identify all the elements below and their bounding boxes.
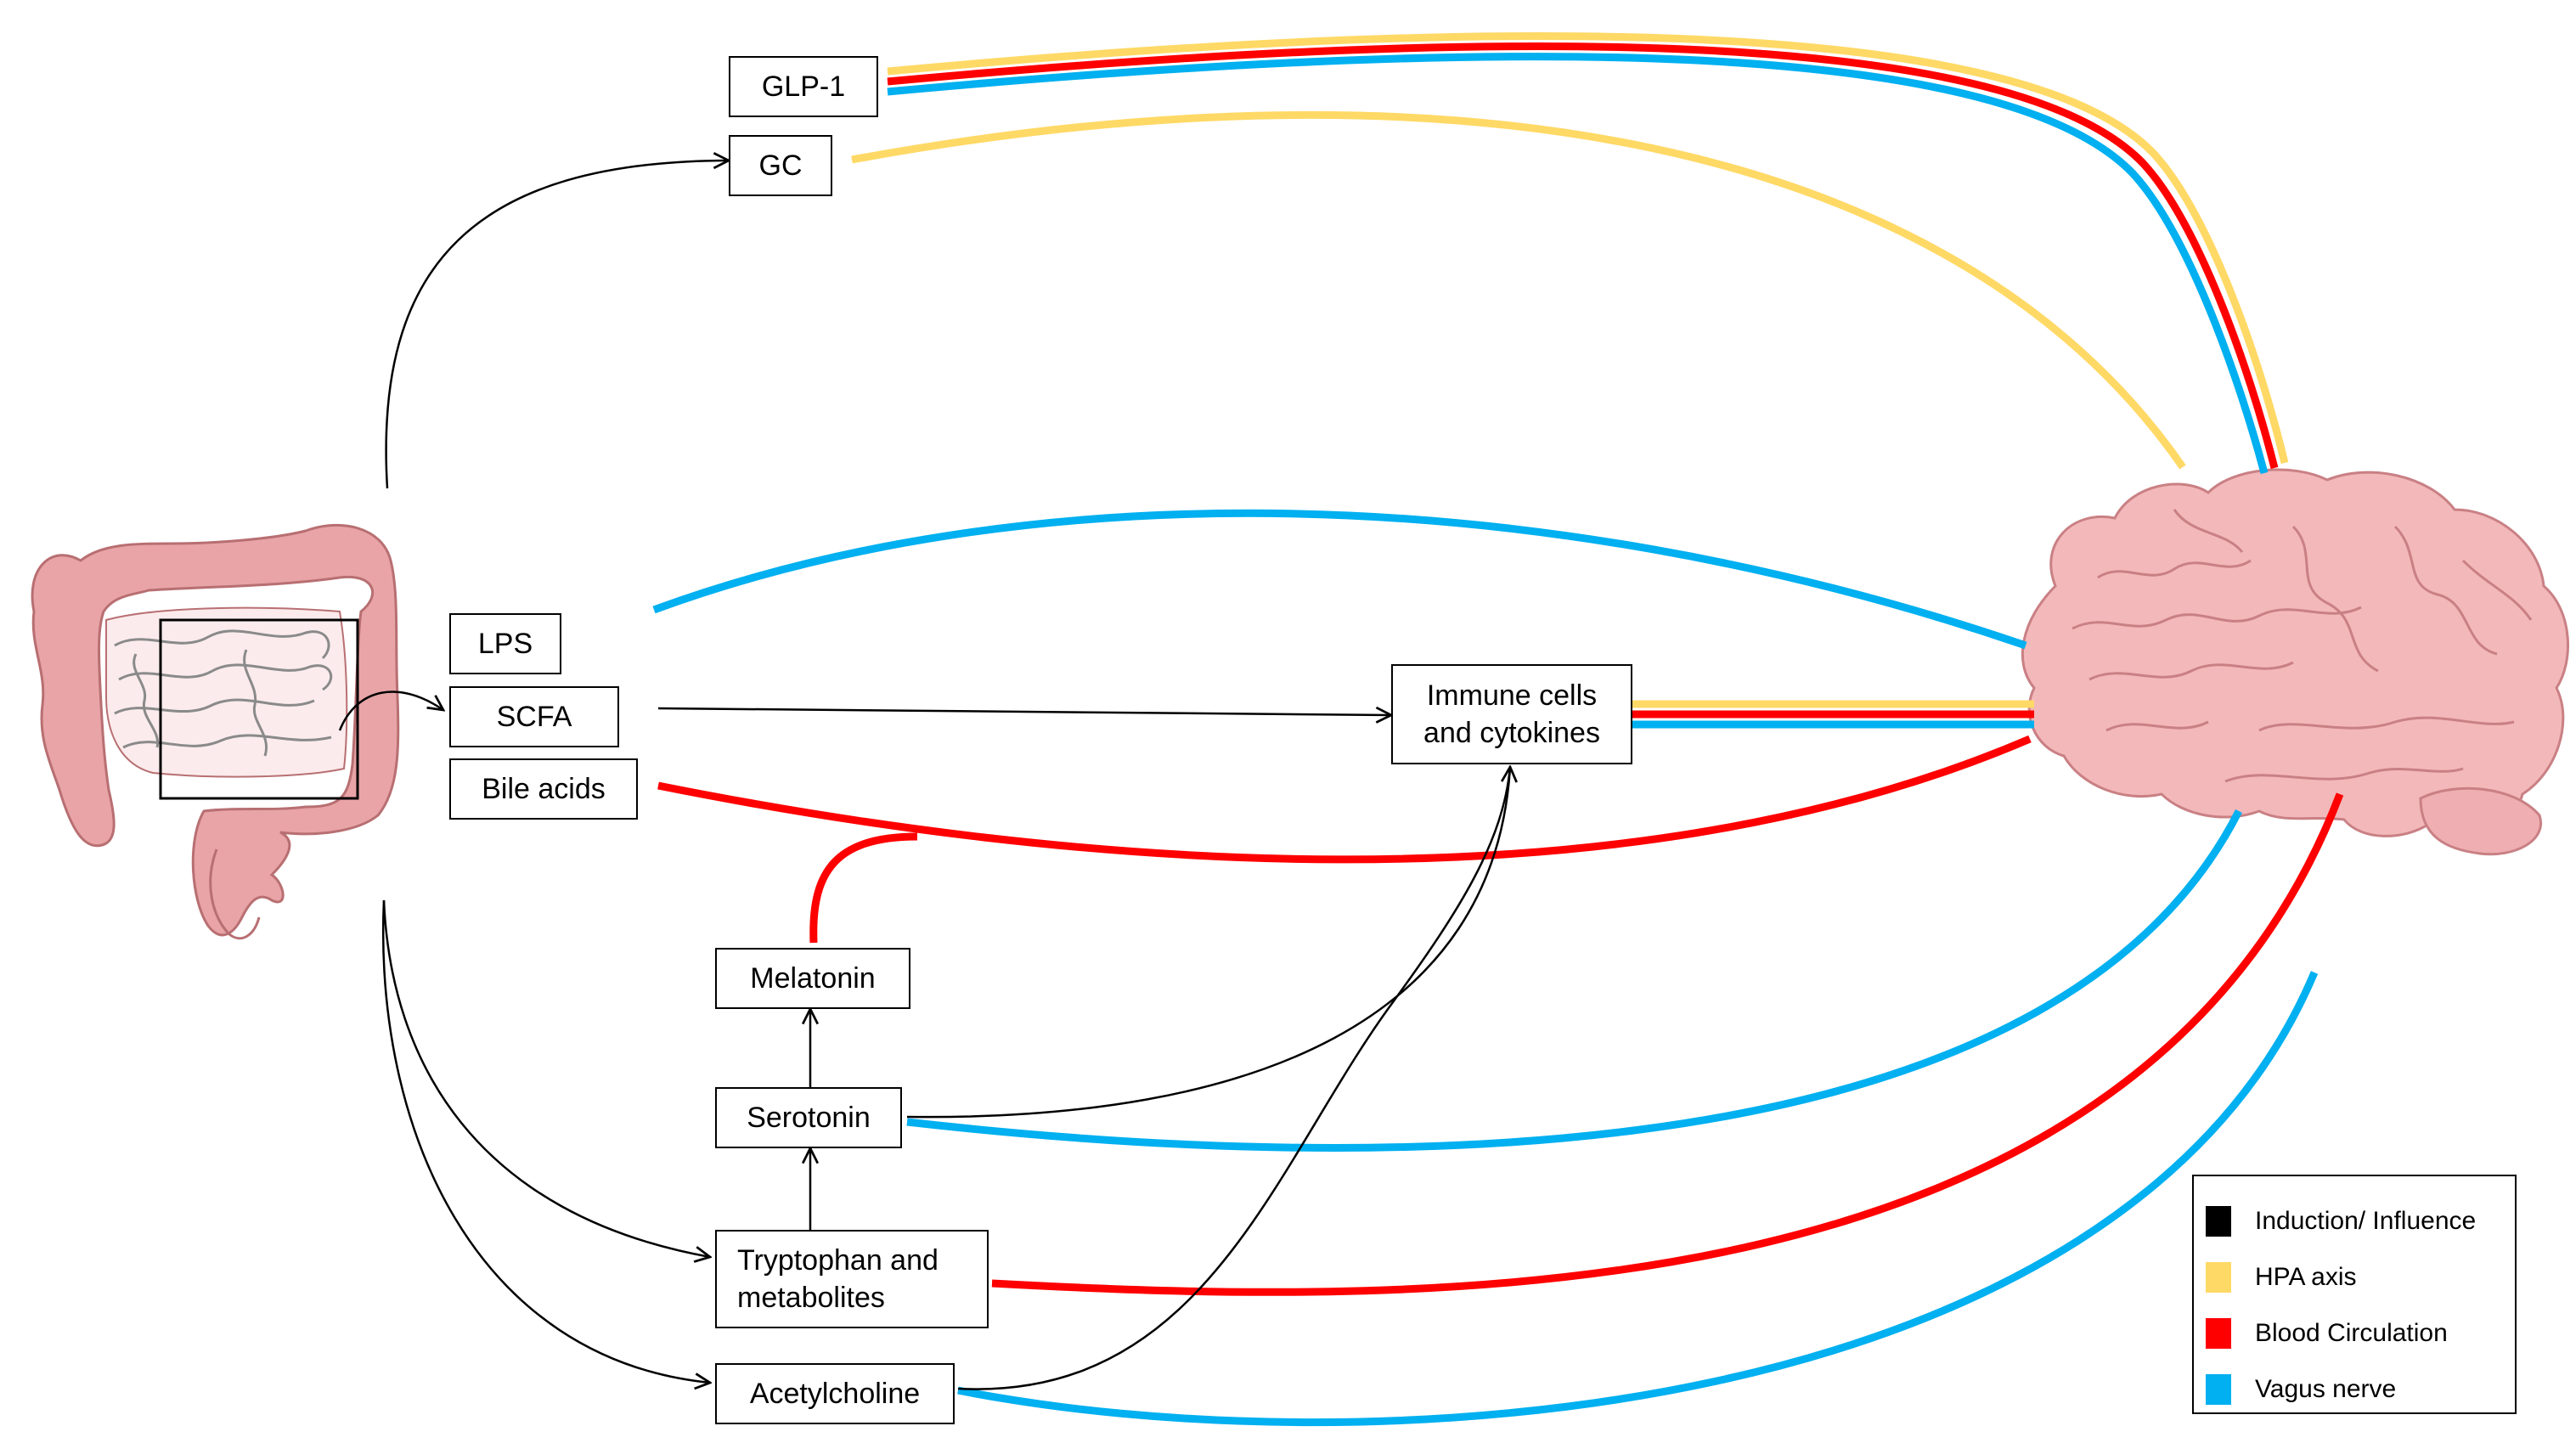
tryptophan-label-line1: Tryptophan and	[737, 1243, 939, 1277]
brain-icon	[2021, 468, 2569, 856]
legend-item-induction: Induction/ Influence	[2206, 1193, 2515, 1249]
brain-folds	[2072, 509, 2533, 783]
abdominal-cavity	[105, 606, 348, 778]
brain-cerebrum	[2021, 468, 2569, 837]
melatonin-label: Melatonin	[750, 961, 876, 995]
gut-vagus-arc	[652, 509, 2027, 650]
gc-hpa-line	[851, 110, 2186, 470]
gc-label: GC	[758, 149, 803, 182]
rectum-shape	[209, 848, 261, 940]
immune-label-line1: Immune cells	[1426, 679, 1598, 712]
intestine-icon	[31, 524, 400, 940]
legend-label-vagus: Vagus nerve	[2255, 1375, 2397, 1403]
scfa-node: SCFA	[449, 686, 619, 747]
glp1-label: GLP-1	[761, 70, 846, 103]
acetylcholine-node: Acetylcholine	[715, 1363, 955, 1424]
lps-label: LPS	[477, 627, 533, 660]
gut-to-scfa-arrow	[338, 690, 443, 731]
tryptophan-node: Tryptophan and metabolites	[715, 1230, 989, 1328]
glp1-blood-line	[887, 42, 2279, 470]
melatonin-node: Melatonin	[715, 948, 910, 1009]
legend-swatch-hpa	[2206, 1262, 2231, 1293]
serotonin-node: Serotonin	[715, 1087, 902, 1148]
legend-label-hpa: HPA axis	[2255, 1263, 2357, 1291]
bile-acids-label: Bile acids	[482, 772, 606, 805]
legend-item-vagus: Vagus nerve	[2206, 1361, 2515, 1418]
gc-node: GC	[729, 135, 832, 196]
immune-label-line2: and cytokines	[1423, 717, 1600, 749]
serotonin-label: Serotonin	[747, 1101, 871, 1134]
tryptophan-blood-line	[991, 792, 2344, 1296]
glp1-vagus-line	[887, 53, 2269, 475]
tryptophan-label-line2: metabolites	[737, 1282, 885, 1314]
serotonin-vagus-line	[906, 809, 2243, 1152]
legend-label-blood: Blood Circulation	[2255, 1319, 2448, 1347]
gut-to-gc-arrow	[385, 161, 729, 489]
glp1-node: GLP-1	[729, 56, 878, 117]
legend: Induction/ Influence HPA axis Blood Circ…	[2192, 1175, 2517, 1414]
bile-acids-blood-line	[657, 735, 2032, 864]
immune-node: Immune cells and cytokines	[1391, 664, 1632, 764]
melatonin-blood-line	[809, 832, 918, 944]
lps-node: LPS	[449, 613, 561, 674]
colon-shape	[31, 524, 400, 937]
gut-to-acetylcholine-arrow	[381, 899, 710, 1383]
serotonin-to-immune-arrow	[906, 767, 1510, 1119]
gut-to-tryptophan-arrow	[382, 899, 710, 1257]
legend-item-hpa: HPA axis	[2206, 1249, 2515, 1305]
legend-label-induction: Induction/ Influence	[2255, 1207, 2477, 1235]
zoom-box	[159, 618, 359, 800]
scfa-label: SCFA	[496, 700, 572, 733]
legend-item-blood: Blood Circulation	[2206, 1305, 2515, 1361]
legend-swatch-induction	[2206, 1206, 2231, 1237]
legend-swatch-vagus	[2206, 1374, 2231, 1405]
acetylcholine-vagus-line	[957, 971, 2319, 1427]
glp1-hpa-line	[887, 32, 2289, 465]
acetylcholine-to-immune-arrow	[957, 766, 1512, 1390]
bile-acids-node: Bile acids	[449, 758, 638, 820]
legend-swatch-blood	[2206, 1318, 2231, 1349]
brain-cerebellum	[2419, 786, 2543, 856]
acetylcholine-label: Acetylcholine	[749, 1377, 921, 1410]
scfa-to-immune-arrow	[657, 708, 1391, 715]
